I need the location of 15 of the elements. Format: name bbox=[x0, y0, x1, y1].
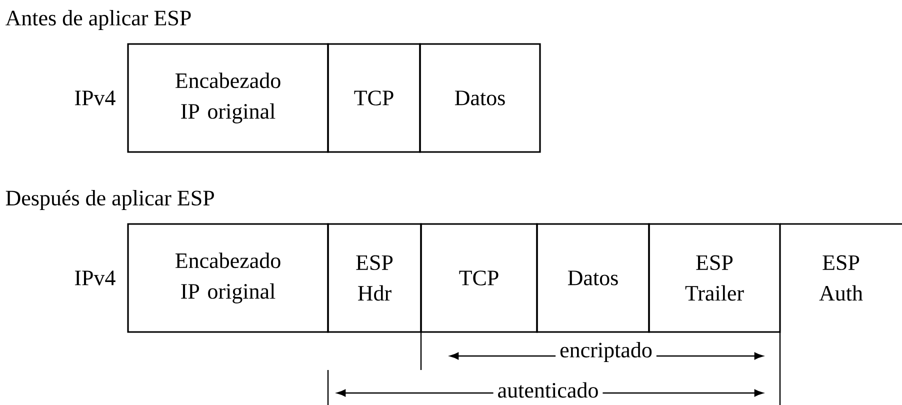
section-heading: Antes de aplicar ESP bbox=[5, 10, 191, 30]
cell-text: ESP Trailer bbox=[685, 255, 744, 301]
cell-text: Datos bbox=[454, 90, 505, 106]
cell-text: TCP bbox=[354, 90, 394, 106]
cell-text: ESP Hdr bbox=[356, 255, 393, 301]
cell-text: Encabezado IP original bbox=[176, 252, 280, 304]
row-label: IPv4 bbox=[74, 270, 116, 286]
cell-text: Datos bbox=[568, 270, 618, 286]
dimension-label: encriptado bbox=[556, 342, 656, 362]
section-heading: Después de aplicar ESP bbox=[6, 190, 214, 210]
dimension-label: autenticado bbox=[493, 382, 603, 398]
cell-text: ESP Auth bbox=[819, 255, 863, 301]
cell-text: Encabezado IP original bbox=[176, 72, 280, 124]
row-label: IPv4 bbox=[74, 90, 116, 106]
cell-text: TCP bbox=[459, 270, 498, 286]
